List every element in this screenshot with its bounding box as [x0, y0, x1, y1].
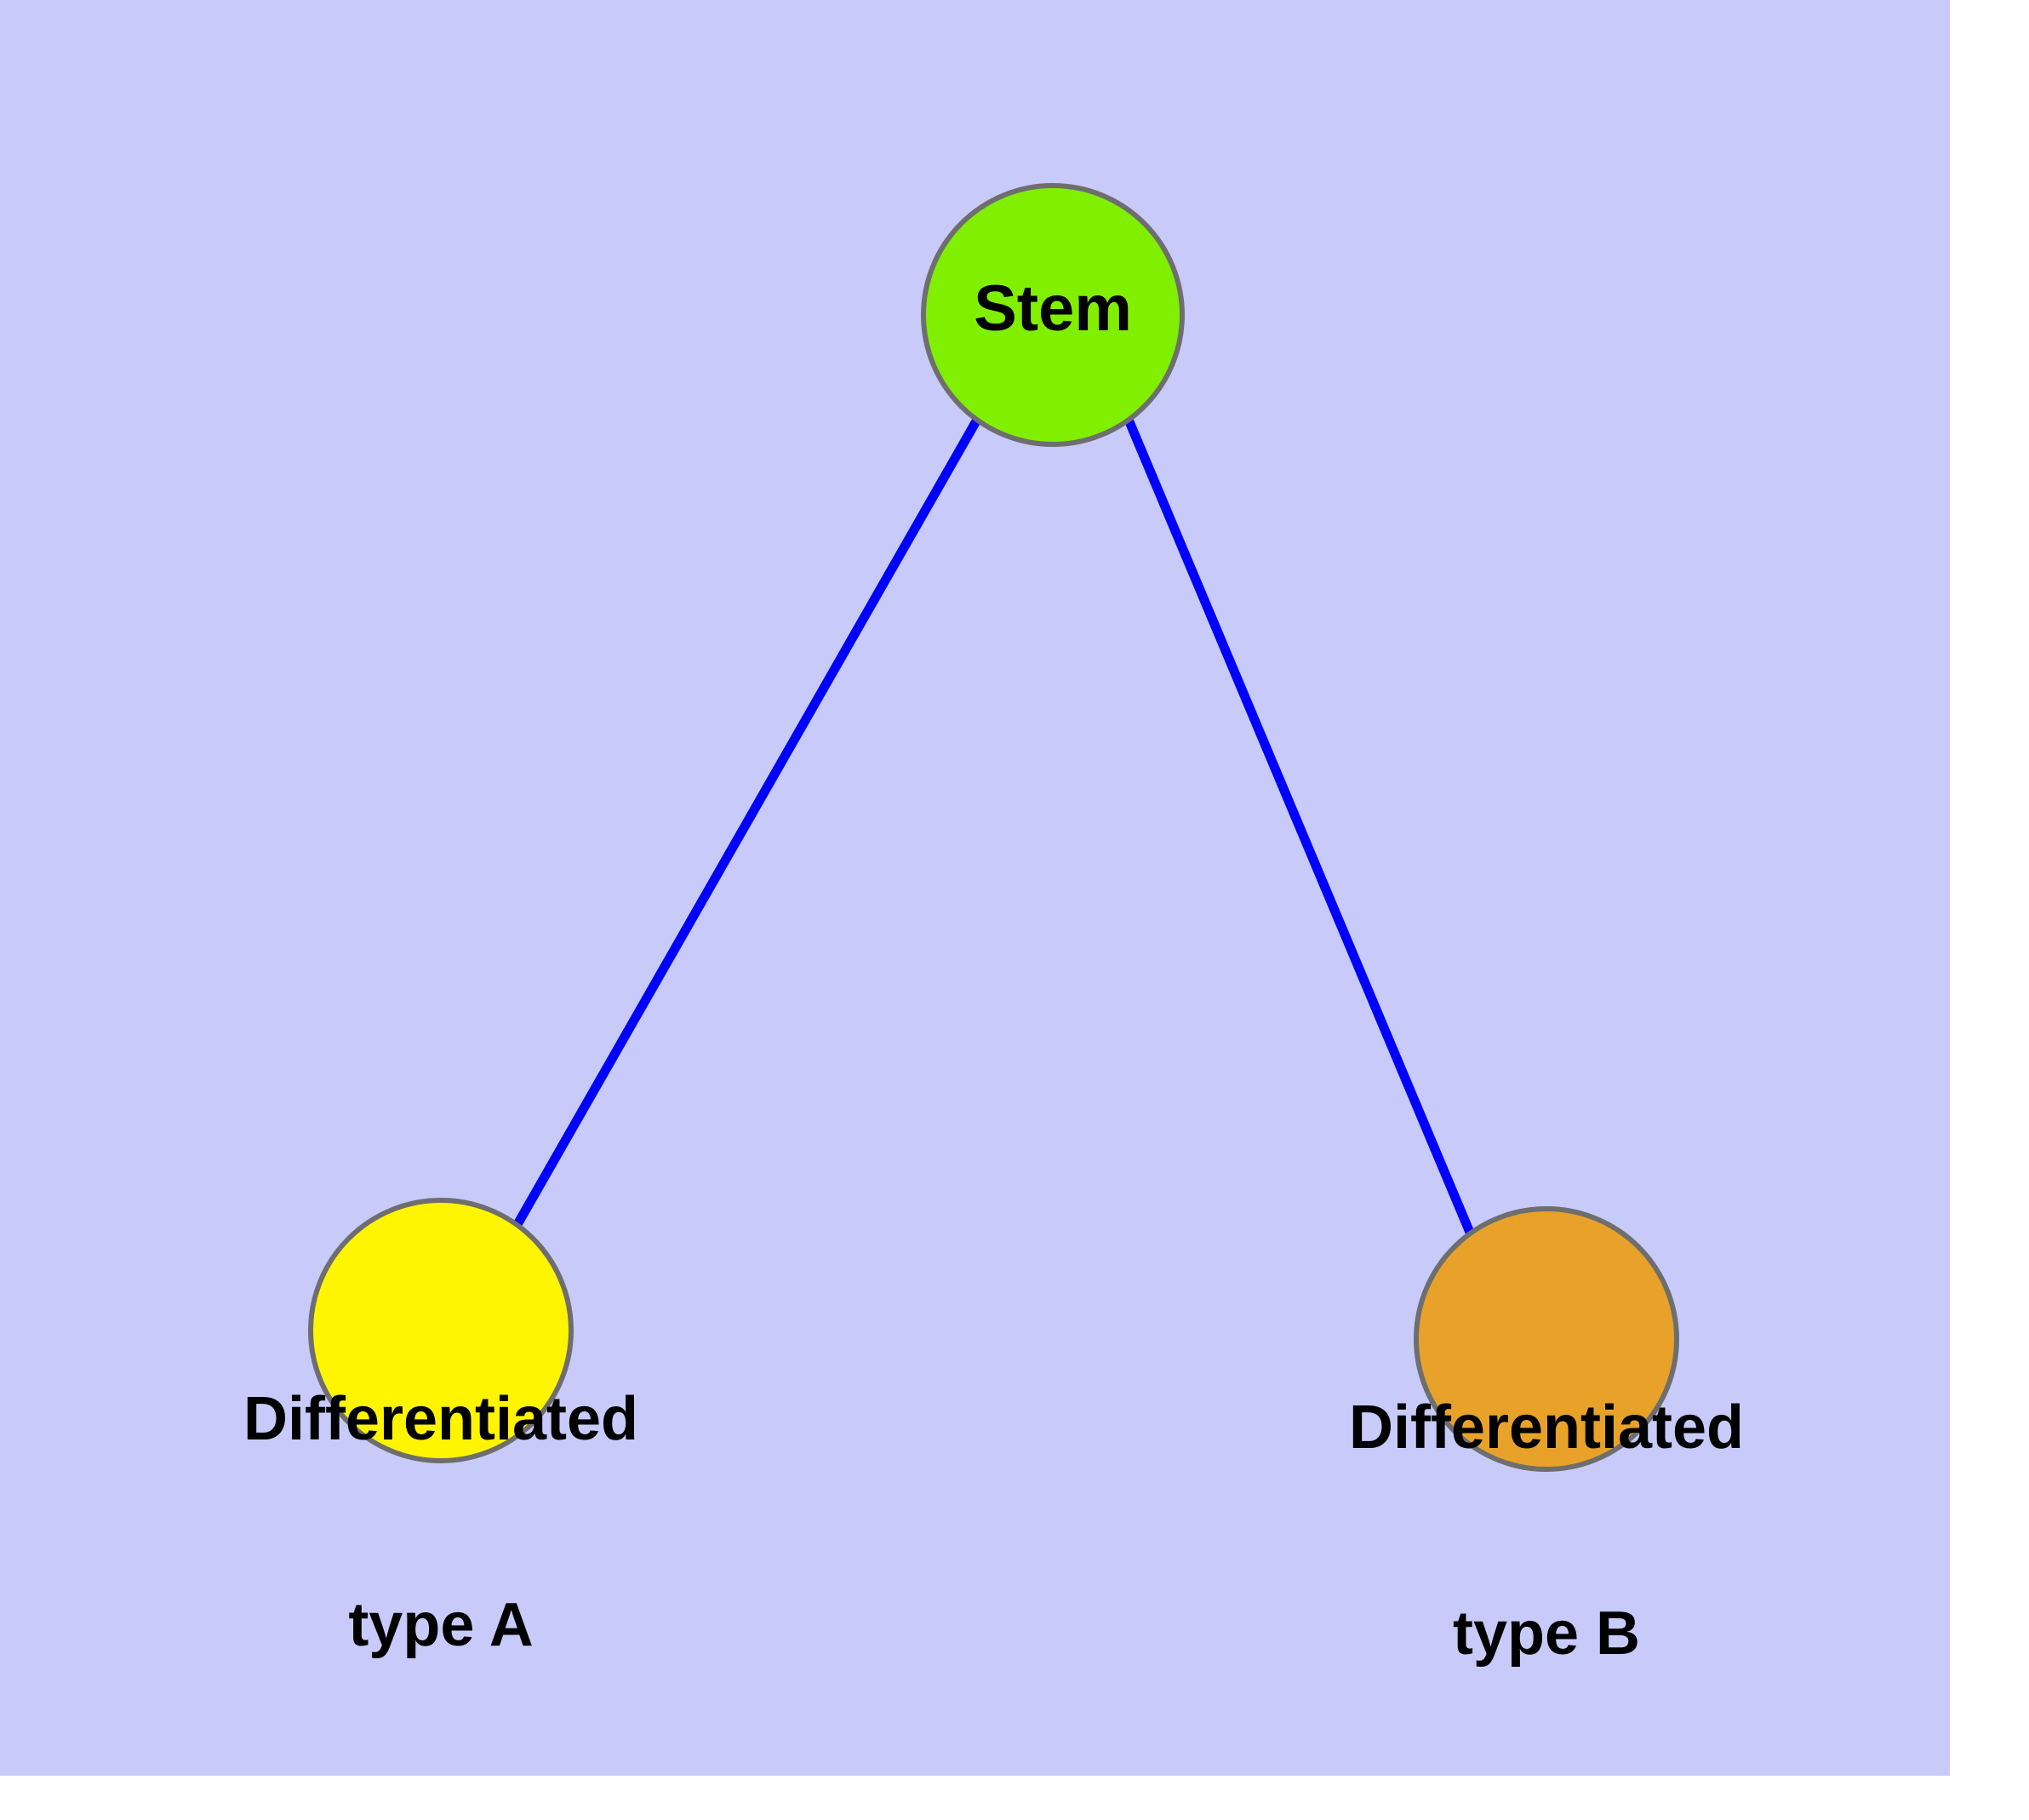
edge-stem-to-diff-a[interactable]	[512, 417, 981, 1228]
node-stem[interactable]	[921, 183, 1185, 447]
node-diff-a[interactable]	[308, 1198, 574, 1463]
node-layer	[308, 183, 1679, 1472]
node-diff-b[interactable]	[1414, 1206, 1679, 1472]
edge-layer	[512, 417, 1476, 1237]
edge-stem-to-diff-b[interactable]	[1123, 417, 1476, 1237]
